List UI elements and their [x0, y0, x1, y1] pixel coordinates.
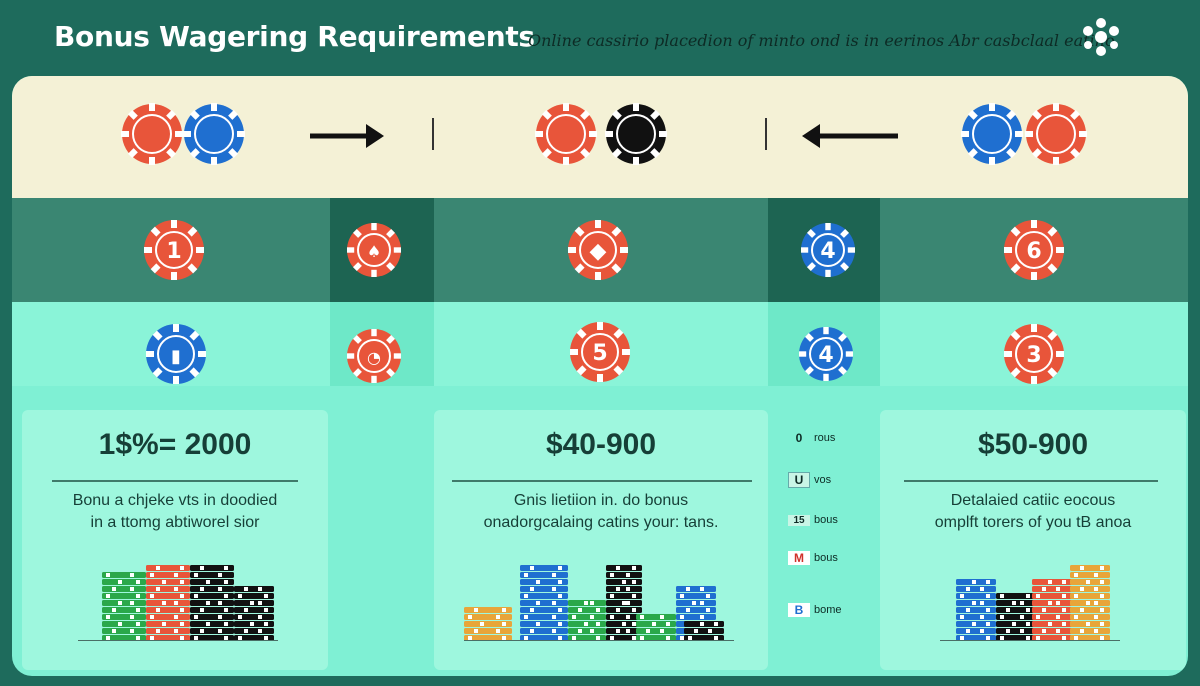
numbered-chips: 1 ♠ ◆ 4 6 ▮ ◔ 5 4 3 [144, 220, 1064, 384]
svg-text:1: 1 [166, 239, 181, 264]
svg-text:4: 4 [818, 343, 833, 368]
bonus-desc: Bonu a chjeke vts in doodied in a ttomg … [72, 492, 278, 531]
chip-5: 5 [570, 322, 630, 382]
page-subtitle: Online cassirio placedion of minto ond i… [528, 31, 1115, 50]
chip-swirl: ◔ [347, 329, 401, 383]
chip-4: 4 [801, 223, 855, 277]
red-chip-icon [535, 103, 597, 165]
bonus-price: $40-900 [545, 428, 657, 461]
bonus-card-2: $40-900 Gnis lietiion in. do bonus onado… [434, 410, 768, 670]
black-chip-icon [605, 103, 667, 165]
chip-6: 6 [1004, 220, 1064, 280]
chip-1: 1 [144, 220, 204, 280]
red-chip-icon [121, 103, 183, 165]
svg-text:3: 3 [1026, 343, 1041, 368]
chip-blue-bar: ▮ [146, 324, 206, 384]
svg-text:4: 4 [820, 239, 835, 264]
main-panel: 1 ♠ ◆ 4 6 ▮ ◔ 5 4 3 1$%= 2000 Bonu a chj… [12, 76, 1188, 676]
page-title: Bonus Wagering Requirements [54, 20, 535, 53]
svg-text:6: 6 [1026, 239, 1041, 264]
blue-chip-icon [961, 103, 1023, 165]
chip-exchange-band [12, 76, 1188, 198]
arrow-right-icon [310, 124, 384, 148]
red-chip-icon [1025, 103, 1087, 165]
chip-3: 3 [1004, 324, 1064, 384]
bonus-desc: Detalaied catiic eocous omplft torers of… [934, 492, 1132, 531]
svg-text:◔: ◔ [367, 348, 381, 367]
bonus-card-1: 1$%= 2000 Bonu a chjeke vts in doodied i… [22, 410, 328, 670]
chip-stack-icon [102, 565, 274, 641]
svg-text:5: 5 [592, 341, 607, 366]
blue-chip-icon [183, 103, 245, 165]
bonus-card-3: $50-900 Detalaied catiic eocous omplft t… [880, 410, 1186, 670]
chip-stack-icon [956, 565, 1110, 641]
bonus-price: $50-900 [977, 428, 1089, 461]
header: Bonus Wagering Requirements Online cassi… [0, 0, 1200, 76]
chip-exchange-illustration [121, 103, 1087, 165]
chip-diamond: ◆ [568, 220, 628, 280]
bonus-desc: Gnis lietiion in. do bonus onadorgcalain… [483, 492, 719, 531]
chip-spade: ♠ [347, 223, 401, 277]
svg-text:♠: ♠ [367, 242, 381, 261]
svg-text:▮: ▮ [171, 346, 181, 367]
chip-4b: 4 [799, 327, 853, 381]
svg-text:◆: ◆ [590, 239, 607, 264]
bonus-price: 1$%= 2000 [98, 428, 252, 461]
chip-stack-icon [464, 565, 724, 641]
arrow-left-icon [802, 124, 898, 148]
casino-dots-logo-icon [1083, 18, 1119, 56]
